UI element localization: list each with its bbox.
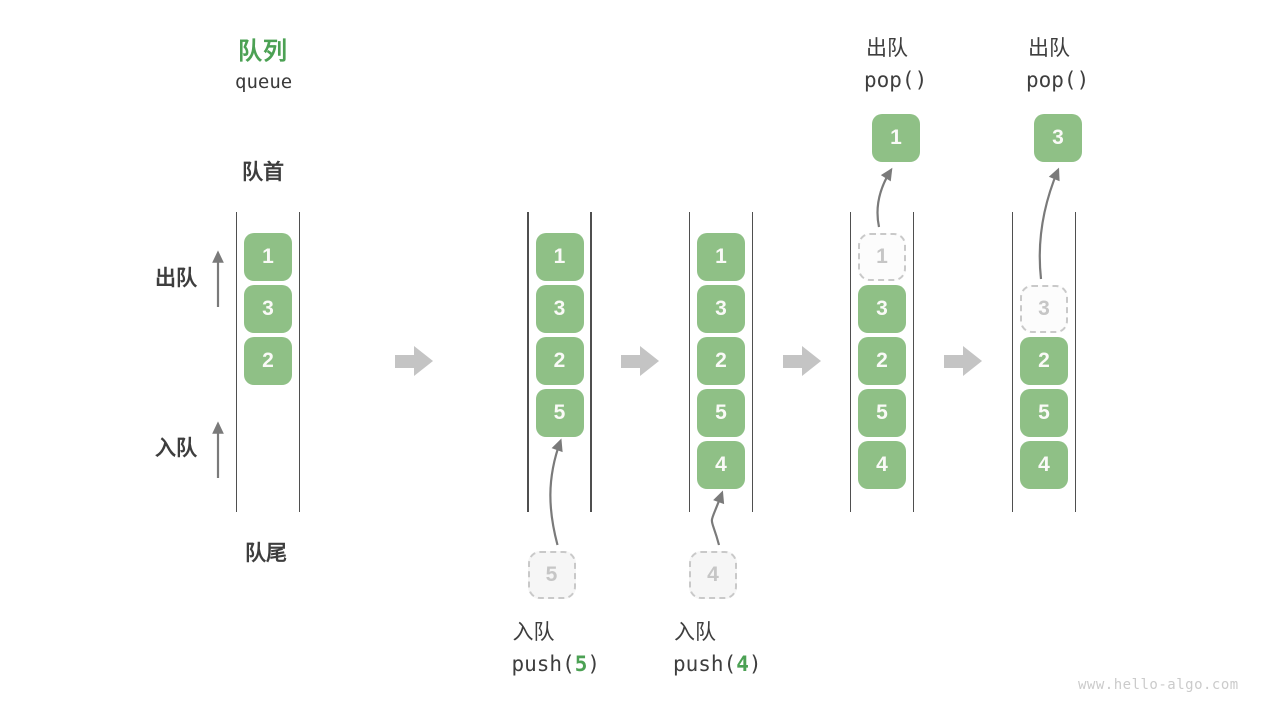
- queue-channel-line: [590, 212, 592, 512]
- enqueue-op-label: 入队: [512, 621, 555, 644]
- queue-channel-line: [849, 212, 852, 512]
- queue-item: 4: [1020, 441, 1068, 489]
- queue-channel-line: [912, 212, 915, 512]
- removed-item-placeholder: 1: [858, 233, 906, 281]
- dequeue-side-label: 出队: [155, 267, 197, 290]
- queue-channel-line: [751, 212, 754, 512]
- queue-item: 3: [858, 285, 906, 333]
- queue-item: 4: [697, 441, 745, 489]
- queue-channel-line: [688, 212, 691, 512]
- queue-item: 5: [858, 389, 906, 437]
- diagram-subtitle: queue: [235, 71, 293, 93]
- queue-item: 1: [697, 233, 745, 281]
- queue-channel-line: [235, 212, 238, 512]
- block-arrow-head: [640, 346, 660, 376]
- dequeue-op-label: 出队: [866, 37, 908, 60]
- block-arrow-tail: [782, 354, 802, 368]
- op-code-pre: pop(): [1026, 68, 1090, 92]
- block-arrow-tail: [621, 354, 641, 368]
- dequeue-op-code: pop(): [1026, 68, 1089, 92]
- next-stage-arrow-icon: [944, 346, 982, 376]
- dequeue-op-code: pop(): [864, 68, 927, 92]
- next-stage-arrow-icon: [621, 346, 660, 376]
- block-arrow-tail: [394, 354, 414, 368]
- block-arrow-head: [801, 346, 821, 376]
- removed-item-placeholder: 3: [1020, 285, 1068, 333]
- queue-item: 2: [858, 337, 906, 385]
- queue-channel-line: [1074, 212, 1077, 512]
- queue-channel-line: [527, 212, 529, 512]
- enqueue-side-label: 入队: [155, 437, 197, 460]
- queue-item: 2: [244, 337, 292, 385]
- queue-item: 5: [697, 389, 745, 437]
- queue-item: 2: [1020, 337, 1068, 385]
- pending-item: 5: [527, 551, 576, 599]
- op-code-arg: 5: [574, 652, 588, 676]
- queue-item: 5: [1020, 389, 1068, 437]
- queue-item: 4: [858, 441, 906, 489]
- queue-item: 5: [535, 389, 584, 437]
- enqueue-op-code: push(4): [673, 652, 762, 676]
- queue-item: 3: [535, 285, 584, 333]
- queue-front-label: 队首: [242, 161, 284, 184]
- queue-item: 3: [244, 285, 292, 333]
- popped-item: 3: [1034, 114, 1082, 162]
- queue-item: 1: [535, 233, 584, 281]
- next-stage-arrow-icon: [394, 346, 433, 376]
- diagram-title: 队列: [238, 38, 288, 65]
- queue-rear-label: 队尾: [245, 542, 287, 565]
- op-code-arg: 4: [736, 652, 749, 676]
- watermark: www.hello-algo.com: [1078, 677, 1239, 693]
- block-arrow-head: [413, 346, 433, 376]
- op-code-pre: push(: [673, 652, 737, 676]
- enqueue-op-label: 入队: [674, 621, 716, 644]
- queue-item: 1: [244, 233, 292, 281]
- queue-item: 2: [697, 337, 745, 385]
- op-code-post: ): [748, 652, 762, 676]
- queue-item: 2: [535, 337, 584, 385]
- pending-item: 4: [689, 551, 737, 599]
- op-code-pre: pop(): [864, 68, 928, 92]
- op-code-pre: push(: [511, 652, 575, 676]
- block-arrow-head: [963, 346, 982, 376]
- queue-item: 3: [697, 285, 745, 333]
- popped-item: 1: [872, 114, 920, 162]
- queue-channel-line: [298, 212, 301, 512]
- next-stage-arrow-icon: [782, 346, 821, 376]
- op-code-post: ): [587, 652, 601, 676]
- queue-channel-line: [1011, 212, 1014, 512]
- block-arrow-tail: [944, 354, 963, 368]
- enqueue-op-code: push(5): [512, 652, 601, 676]
- dequeue-op-label: 出队: [1028, 37, 1070, 60]
